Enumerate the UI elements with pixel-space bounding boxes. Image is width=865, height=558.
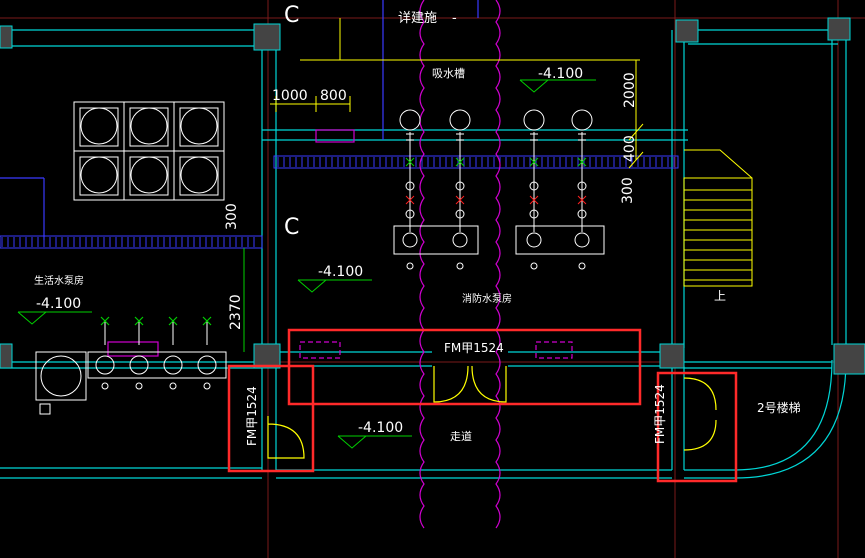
dim-300-right: 300 [620,177,636,204]
highlight-right-door [656,371,738,483]
water-tank [73,101,225,201]
level-fire-pump: -4.100 [318,264,363,280]
doors-geometry [267,365,717,459]
corridor-label: 走道 [450,429,472,443]
dim-300-left: 300 [224,203,240,230]
grid-label-c-top: C [284,3,299,28]
dim-400: 400 [622,135,638,162]
fire-pump-room-label: 消防水泵房 [462,292,512,305]
dim-800: 800 [320,88,347,104]
domestic-pump-room-label: 生活水泵房 [34,274,84,287]
door-label-left: FM甲1524 [245,386,259,446]
suction-tank-label: 吸水槽 [432,67,465,80]
pipe-racks [0,155,679,249]
level-corridor: -4.100 [358,420,403,436]
level-domestic: -4.100 [36,296,81,312]
stair-up-label: 上 [714,289,726,303]
door-label-right: FM甲1524 [653,384,667,444]
pipe-hatch-left [1,237,255,247]
level-markers [17,79,596,449]
domestic-valves [100,316,212,326]
detail-label: 详建施 [398,11,437,26]
highlight-left-door [227,364,315,473]
pipe-hatch-upper [277,157,675,167]
stair-treads [684,189,752,281]
stair-2-label: 2号楼梯 [757,400,801,415]
domestic-pump-set [35,320,227,415]
revision-cloud [419,0,501,529]
highlight-boxes [227,328,738,483]
dim-2370: 2370 [228,294,244,330]
columns [0,17,865,375]
level-suction: -4.100 [538,66,583,82]
blue-lines [0,0,479,240]
dim-2000: 2000 [622,72,638,108]
door-label-horizontal: FM甲1524 [444,341,504,355]
dim-1000: 1000 [272,88,308,104]
fire-pump-set [393,109,605,270]
grid-label-c-mid: C [284,215,299,240]
yellow-lines [270,18,753,287]
detail-mark: - [452,11,457,26]
magenta-boxes [107,129,573,359]
labels: C C 详建施 - 吸水槽 消防水泵房 生活水泵房 走道 2号楼梯 上 -4.1… [34,3,801,446]
